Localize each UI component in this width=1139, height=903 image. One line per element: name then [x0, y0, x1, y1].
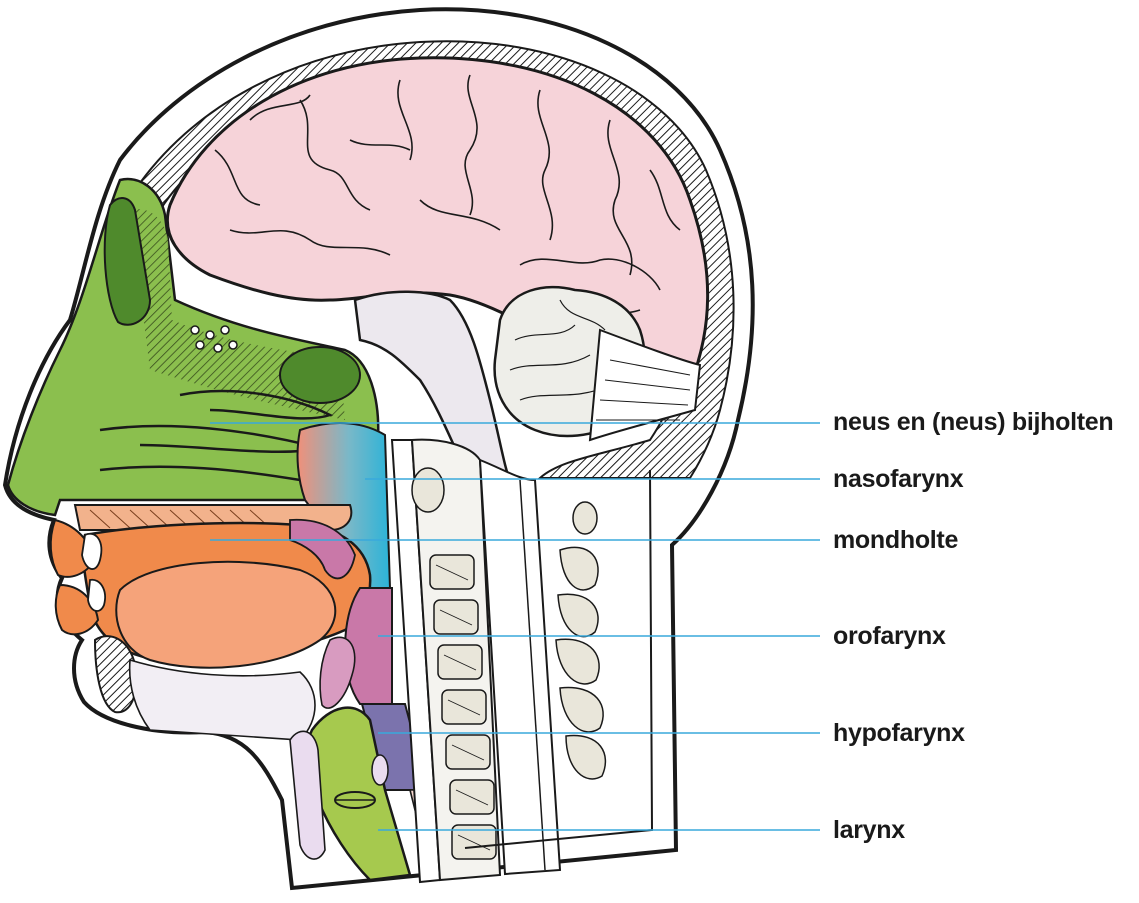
label-nose-sinuses: neus en (neus) bijholten — [833, 408, 1113, 436]
label-larynx: larynx — [833, 816, 905, 844]
label-nasopharynx: nasofarynx — [833, 465, 963, 493]
arytenoid — [372, 755, 388, 785]
label-oral-cavity: mondholte — [833, 526, 958, 554]
upper-teeth — [82, 534, 101, 569]
label-oropharynx: orofarynx — [833, 622, 946, 650]
label-hypopharynx: hypofarynx — [833, 719, 965, 747]
sphenoid-sinus — [280, 347, 360, 403]
